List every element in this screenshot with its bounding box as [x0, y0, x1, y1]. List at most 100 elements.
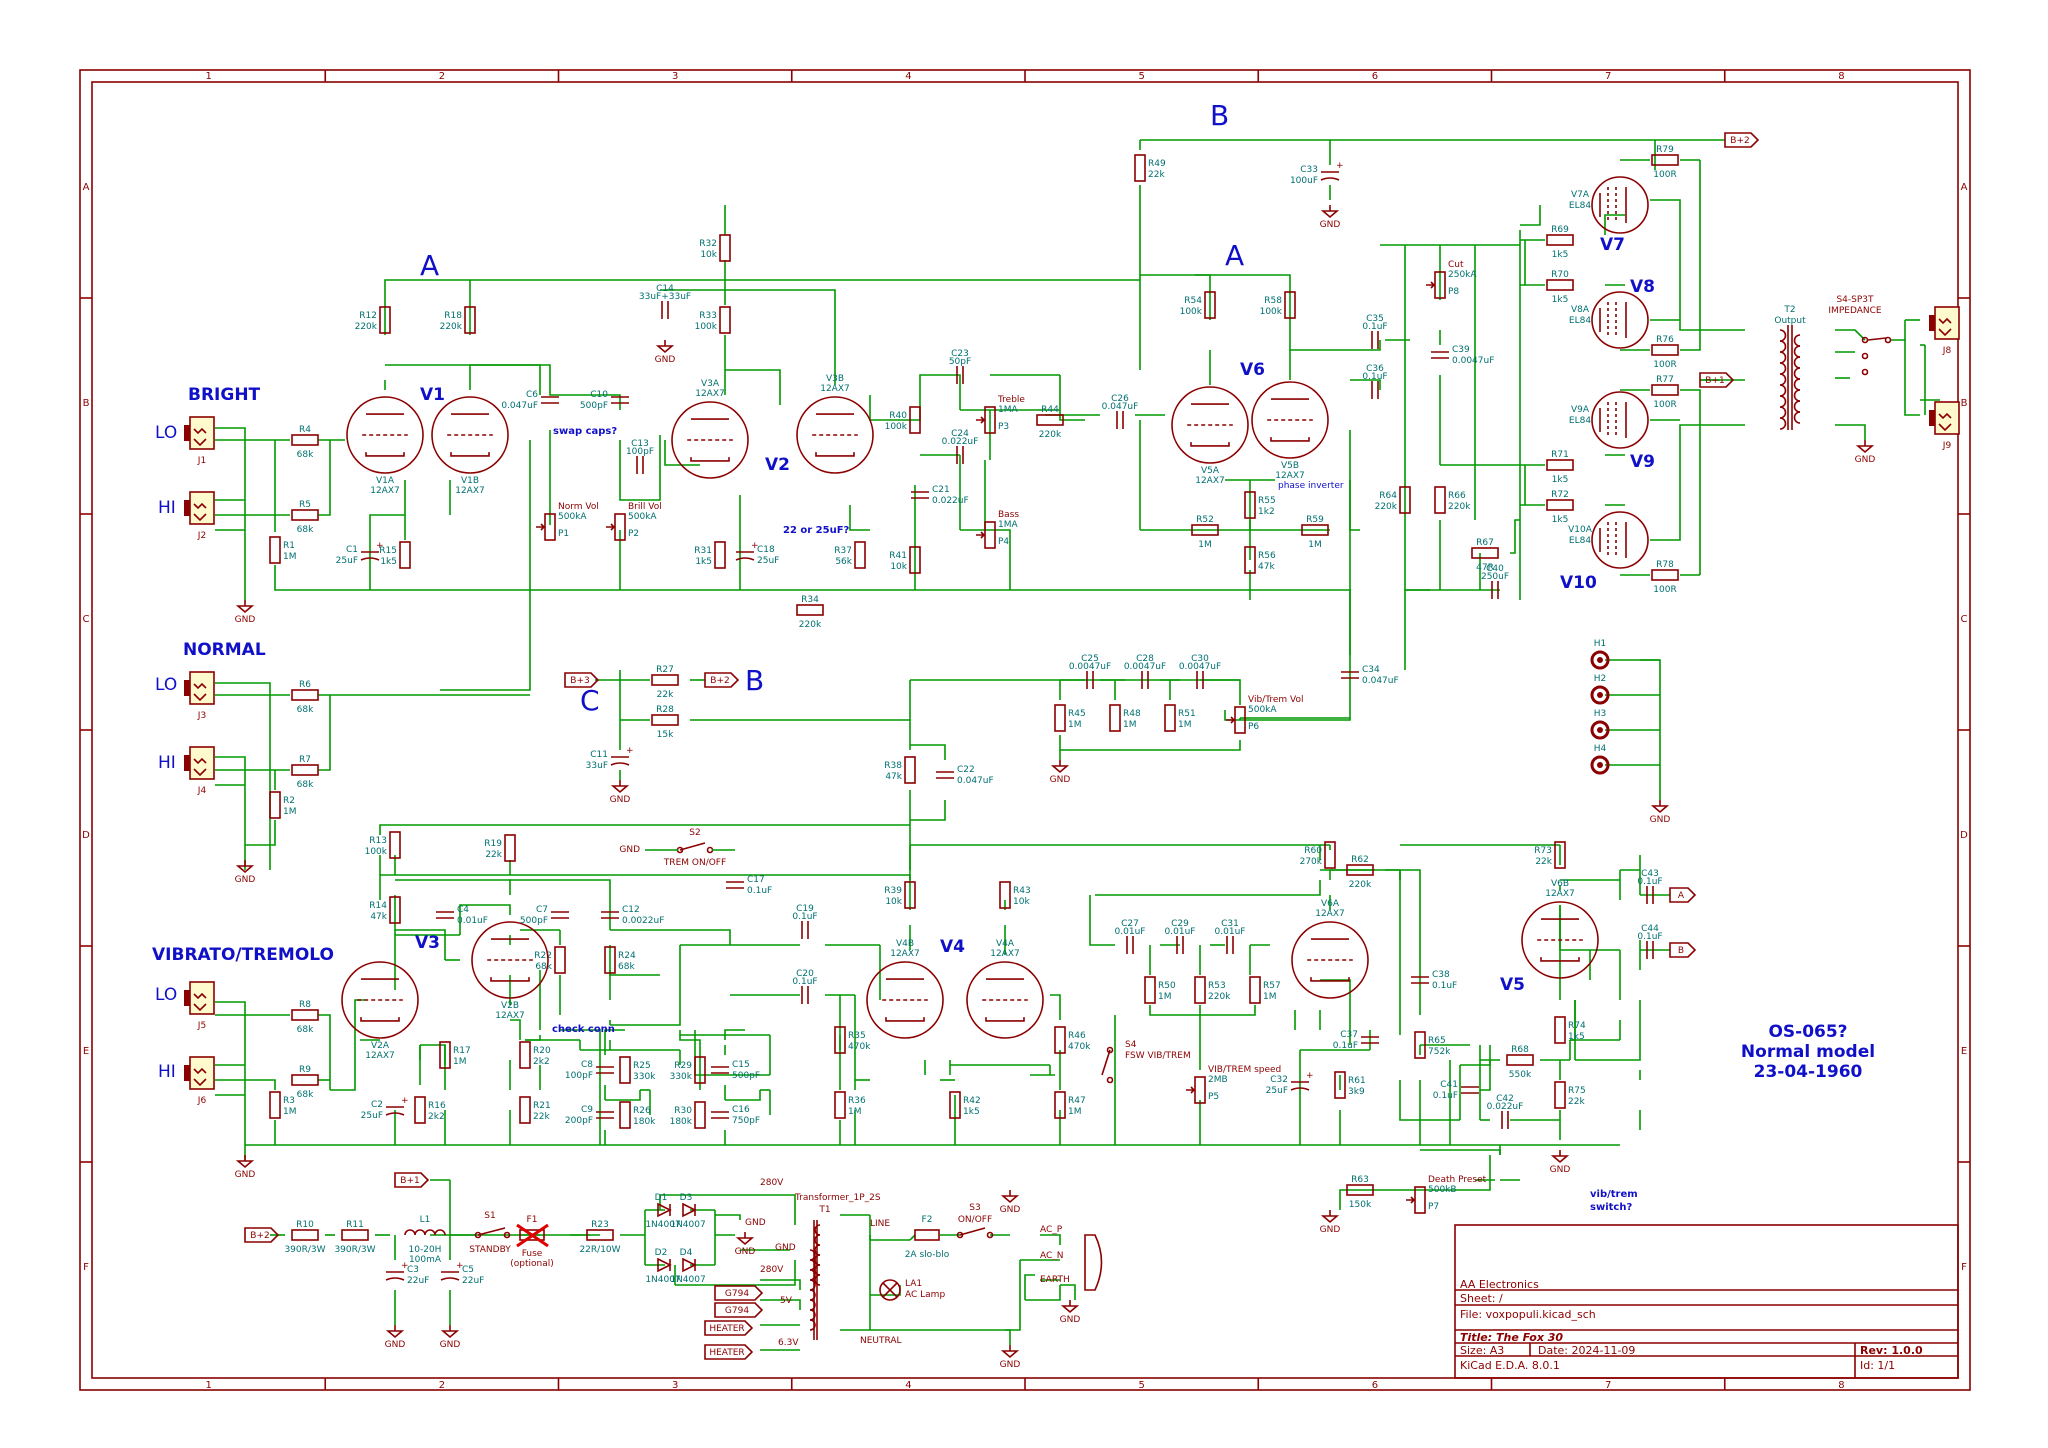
- val-r10: 390R/3W: [284, 1245, 325, 1255]
- val-r25: 330k: [633, 1072, 656, 1082]
- jack-label-j4: J4: [197, 786, 207, 796]
- pot-ref-p2: P2: [628, 529, 639, 539]
- svg-text:GND: GND: [1650, 815, 1671, 825]
- val-r11: 390R/3W: [334, 1245, 375, 1255]
- fuse-f1-name: Fuse: [522, 1249, 543, 1259]
- input-jack-j8[interactable]: J8: [1929, 306, 1960, 356]
- border-row-left-E: E: [83, 1046, 89, 1057]
- ref-r52: R52: [1196, 515, 1214, 525]
- tube-ref-v5a: V5A: [1201, 466, 1220, 476]
- val-c37: 0.1uF: [1333, 1041, 1358, 1051]
- ref-r16: R16: [428, 1101, 446, 1111]
- ref-c34: C34: [1362, 665, 1380, 675]
- val-c15: 500pF: [732, 1071, 760, 1081]
- tube-type-v6a: 12AX7: [1315, 909, 1345, 919]
- input-jack-j6[interactable]: J6: [184, 1056, 215, 1106]
- hole-label-h2: H2: [1594, 674, 1607, 684]
- jack-label-j2: J2: [197, 531, 206, 541]
- val-r4: 68k: [297, 450, 314, 460]
- val-r45: 1M: [1068, 720, 1082, 730]
- ground-symbol: GND: [1060, 1300, 1080, 1325]
- val-r24: 68k: [618, 962, 635, 972]
- input-jack-j5[interactable]: J5: [184, 981, 215, 1031]
- svg-text:D2: D2: [655, 1248, 668, 1258]
- tube-v1-label: V1: [420, 385, 445, 405]
- ref-r11: R11: [346, 1220, 364, 1230]
- capacitor-c6: C60.047uF: [501, 390, 559, 411]
- net-tag-a: A: [1669, 887, 1697, 903]
- tube-v6-label: V6: [1240, 360, 1265, 380]
- svg-text:GND: GND: [1050, 775, 1071, 785]
- val-c9: 200pF: [565, 1116, 593, 1126]
- svg-text:D3: D3: [680, 1193, 693, 1203]
- pot-val-p4: 1MA: [998, 520, 1018, 530]
- jack-label-j5: J5: [197, 1021, 206, 1031]
- svg-text:B+1: B+1: [400, 1176, 419, 1186]
- tube-v4-label: V4: [940, 937, 965, 957]
- svg-text:S4: S4: [1125, 1040, 1137, 1050]
- svg-text:TREM ON/OFF: TREM ON/OFF: [663, 858, 726, 868]
- ground-symbol: GND: [440, 1325, 460, 1350]
- net-tag-bplus2-mid: B+2: [704, 672, 740, 688]
- tube-ref-v3b: V3B: [826, 374, 844, 384]
- tb-id: Id: 1/1: [1860, 1359, 1895, 1372]
- tb-company: AA Electronics: [1460, 1278, 1539, 1291]
- ref-r76: R76: [1656, 335, 1674, 345]
- input-jack-j3[interactable]: J3: [184, 671, 215, 721]
- val-r53: 220k: [1208, 992, 1231, 1002]
- val-r47: 1M: [1068, 1107, 1082, 1117]
- val-r32: 10k: [700, 250, 717, 260]
- val-r73: 22k: [1535, 857, 1552, 867]
- border-row-right-A: A: [1961, 182, 1968, 193]
- svg-text:B+2: B+2: [710, 676, 729, 686]
- tube-v2-label: V2: [765, 455, 790, 475]
- fuse-f1-note: (optional): [510, 1259, 554, 1269]
- val-c12: 0.0022uF: [622, 916, 664, 926]
- ref-c25: C25: [1081, 654, 1099, 664]
- input-jack-j2[interactable]: J2: [184, 491, 215, 541]
- pot-val-p1: 500kA: [558, 512, 587, 522]
- tube-v7-label: V7: [1600, 235, 1625, 255]
- section-vibrato: VIBRATO/TREMOLO: [152, 945, 334, 965]
- t2-ref: T2: [1783, 305, 1795, 315]
- svg-text:B+3: B+3: [570, 676, 589, 686]
- input-jack-j9[interactable]: J9: [1929, 401, 1960, 451]
- svg-text:FSW VIB/TREM: FSW VIB/TREM: [1125, 1051, 1191, 1061]
- input-jack-j1[interactable]: J1: [184, 416, 215, 466]
- tube-type-v1a: 12AX7: [370, 486, 400, 496]
- tube-ref-v10a: V10A: [1568, 525, 1593, 535]
- model-line-1: OS-065?: [1768, 1022, 1847, 1042]
- resistor-r11: R11 390R/3W: [334, 1220, 375, 1255]
- ref-c11: C11: [590, 750, 608, 760]
- val-r16: 2k2: [428, 1112, 445, 1122]
- val-r74: 1k5: [1568, 1032, 1585, 1042]
- tube-ref-v8a: V8A: [1571, 305, 1590, 315]
- val-c28: 0.0047uF: [1124, 662, 1166, 672]
- tube-type-v1b: 12AX7: [455, 486, 485, 496]
- input-jack-j4[interactable]: J4: [184, 746, 215, 796]
